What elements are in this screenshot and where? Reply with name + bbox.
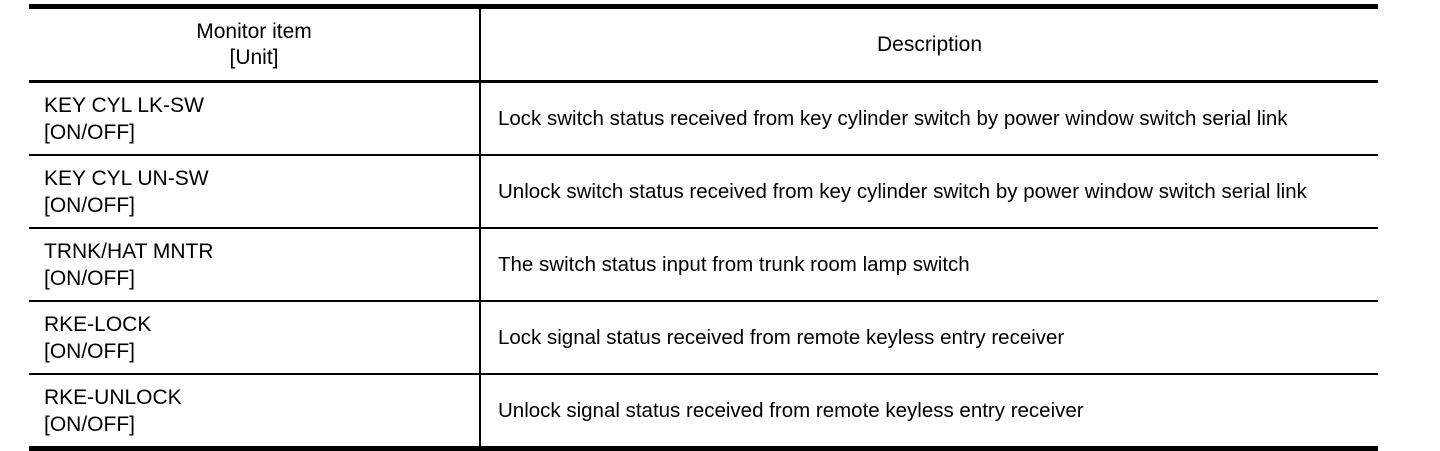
table-header: Monitor item [Unit] Description bbox=[29, 4, 1378, 83]
monitor-item-cell: TRNK/HAT MNTR [ON/OFF] bbox=[29, 228, 481, 302]
monitor-item-unit: [ON/OFF] bbox=[44, 339, 135, 363]
monitor-item-table: Monitor item [Unit] Description bbox=[29, 4, 1378, 451]
column-header-description: Description bbox=[480, 4, 1378, 83]
description-cell: Unlock switch status received from key c… bbox=[480, 155, 1378, 229]
column-header-description-title: Description bbox=[876, 32, 983, 56]
table-row: RKE-LOCK [ON/OFF] Lock signal status rec… bbox=[29, 301, 1378, 375]
monitor-item-name: KEY CYL LK-SW bbox=[44, 93, 204, 117]
monitor-item-cell: KEY CYL UN-SW [ON/OFF] bbox=[29, 155, 481, 229]
monitor-item-name: KEY CYL UN-SW bbox=[44, 166, 209, 190]
monitor-item-table-container: Monitor item [Unit] Description bbox=[29, 4, 1378, 451]
monitor-item-name: TRNK/HAT MNTR bbox=[44, 239, 214, 263]
table-row: KEY CYL LK-SW [ON/OFF] Lock switch statu… bbox=[29, 81, 1378, 156]
description-text: Unlock signal status received from remot… bbox=[498, 399, 1084, 422]
monitor-item-cell: RKE-LOCK [ON/OFF] bbox=[29, 301, 481, 375]
table-row: KEY CYL UN-SW [ON/OFF] Unlock switch sta… bbox=[29, 155, 1378, 229]
description-text: The switch status input from trunk room … bbox=[498, 253, 970, 276]
description-text: Lock switch status received from key cyl… bbox=[498, 107, 1288, 130]
description-cell: Lock signal status received from remote … bbox=[480, 301, 1378, 375]
description-text: Lock signal status received from remote … bbox=[498, 326, 1065, 349]
description-text: Unlock switch status received from key c… bbox=[498, 180, 1307, 203]
monitor-item-cell: RKE-UNLOCK [ON/OFF] bbox=[29, 374, 481, 451]
description-cell: The switch status input from trunk room … bbox=[480, 228, 1378, 302]
description-cell: Unlock signal status received from remot… bbox=[480, 374, 1378, 451]
monitor-item-unit: [ON/OFF] bbox=[44, 193, 135, 217]
monitor-item-unit: [ON/OFF] bbox=[44, 120, 135, 144]
table-row: TRNK/HAT MNTR [ON/OFF] The switch status… bbox=[29, 228, 1378, 302]
monitor-item-unit: [ON/OFF] bbox=[44, 266, 135, 290]
monitor-item-unit: [ON/OFF] bbox=[44, 412, 135, 436]
monitor-item-name: RKE-UNLOCK bbox=[44, 385, 182, 409]
monitor-item-name: RKE-LOCK bbox=[44, 312, 152, 336]
table-header-row: Monitor item [Unit] Description bbox=[29, 4, 1378, 83]
table-row: RKE-UNLOCK [ON/OFF] Unlock signal status… bbox=[29, 374, 1378, 451]
column-header-monitor-item: Monitor item [Unit] bbox=[29, 4, 481, 83]
column-header-monitor-item-title: Monitor item bbox=[196, 19, 312, 43]
column-header-monitor-item-unit: [Unit] bbox=[229, 45, 279, 69]
monitor-item-cell: KEY CYL LK-SW [ON/OFF] bbox=[29, 81, 481, 156]
description-cell: Lock switch status received from key cyl… bbox=[480, 81, 1378, 156]
table-body: KEY CYL LK-SW [ON/OFF] Lock switch statu… bbox=[29, 81, 1378, 451]
